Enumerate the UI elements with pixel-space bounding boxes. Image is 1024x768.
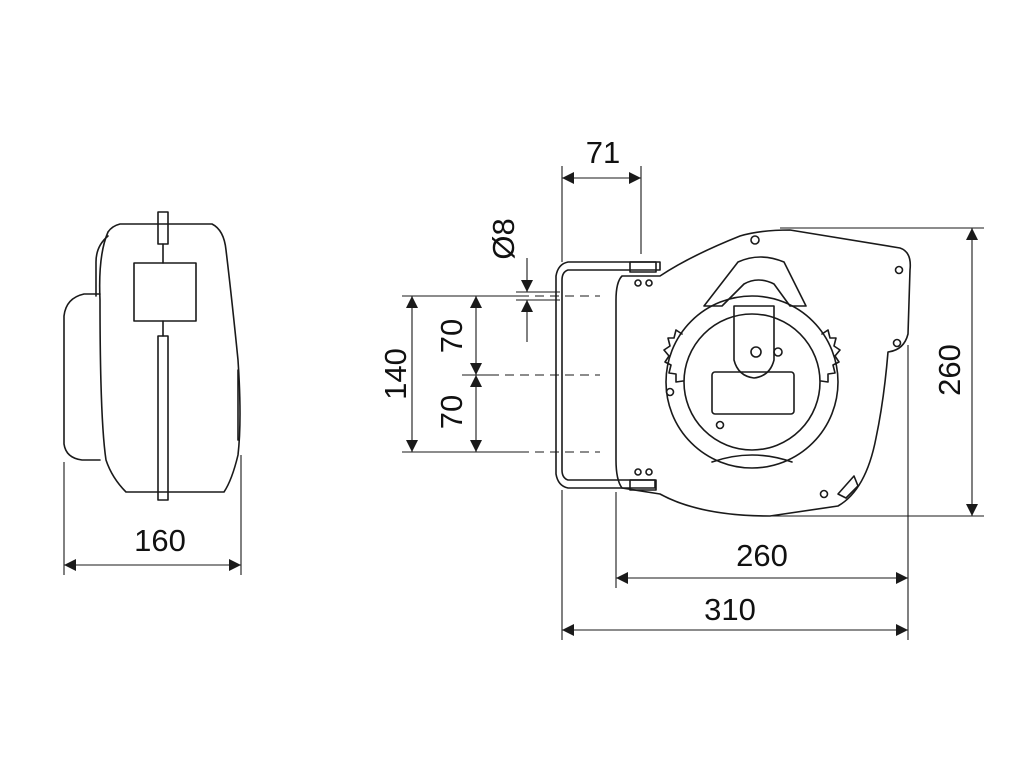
screw-top-right: [894, 265, 904, 275]
reel-inner-ring: [683, 313, 821, 451]
spacing-lower-label: 70: [434, 395, 469, 429]
screw-bottom-left-2: [645, 468, 653, 476]
body-width-label: 260: [736, 538, 788, 573]
reel-serrations-right: [820, 329, 841, 383]
screw-left: [665, 387, 675, 397]
reel-display-window: [711, 371, 795, 415]
wall-bracket: [555, 261, 661, 489]
screw-hub-bottom: [715, 420, 725, 430]
screw-top-left-2: [645, 279, 653, 287]
screw-right: [892, 338, 902, 348]
height-label: 260: [932, 344, 967, 396]
carry-handle: [703, 256, 807, 307]
hole-diameter-label: Ø8: [486, 218, 521, 259]
reel-serrations-left: [663, 329, 684, 383]
reel-housing: [615, 229, 912, 517]
side-view-bottom-rail: [157, 335, 169, 501]
side-view-housing: [98, 223, 241, 493]
side-view-label-plate: [133, 262, 197, 322]
bracket-top-tab: [629, 261, 657, 273]
overall-width-label: 310: [704, 592, 756, 627]
screw-top-center: [750, 235, 760, 245]
screw-bottom-right: [819, 489, 829, 499]
reel-hub-arm: [733, 305, 775, 379]
cable-clip: [837, 475, 859, 499]
bracket-bottom-tab: [629, 479, 657, 491]
screw-bottom-left-1: [634, 468, 642, 476]
front-view: Ø8 71 140 70 70 260 260 310: [378, 135, 984, 640]
bracket-depth-label: 71: [586, 135, 620, 170]
side-view: 160: [63, 211, 242, 575]
side-view-top-bump: [95, 235, 109, 297]
side-width-label: 160: [134, 523, 186, 558]
reel-hub-pin: [750, 346, 762, 358]
reel-outer-ring: [665, 295, 839, 469]
reel-hub-pin-small: [773, 347, 783, 357]
screw-top-left-1: [634, 279, 642, 287]
spacing-total-label: 140: [378, 348, 413, 400]
hose-guide: [711, 454, 793, 463]
side-view-front-bulge: [63, 293, 101, 461]
spacing-upper-label: 70: [434, 319, 469, 353]
side-view-top-clip: [157, 211, 169, 245]
